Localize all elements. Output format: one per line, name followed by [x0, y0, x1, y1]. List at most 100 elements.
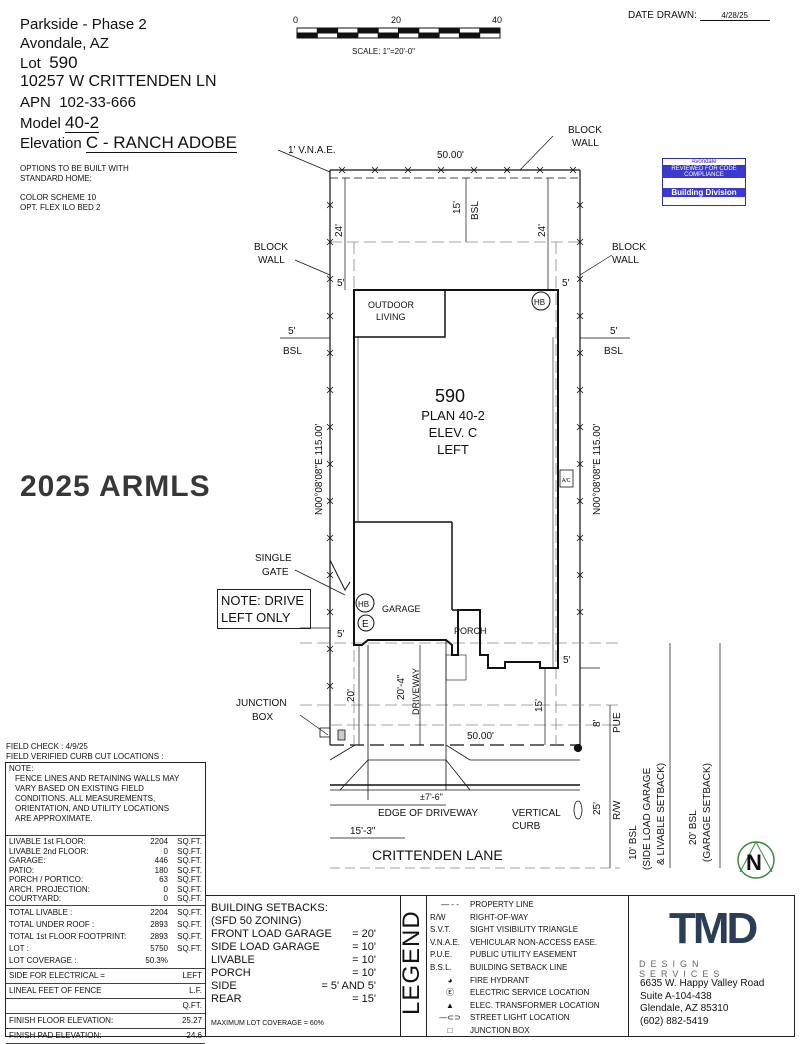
legend-text: ELEC. TRANSFORMER LOCATION	[470, 1000, 600, 1010]
legend-item: S.V.T.SIGHT VISIBILITY TRIANGLE	[430, 924, 600, 937]
row-number: 25.27	[181, 1015, 202, 1025]
row-unit: SQ.FT.	[177, 894, 202, 903]
bearing-right: N00°08'08"E 115.00'	[592, 424, 603, 515]
dim-8: 8'	[592, 719, 603, 727]
stamp-org: Avondale	[663, 159, 745, 166]
scale-tick: 20	[391, 15, 401, 25]
company-tagline: DESIGN SERVICES	[639, 959, 725, 979]
legend-text: FIRE HYDRANT	[470, 975, 530, 985]
subdivision: Parkside - Phase 2	[20, 16, 147, 33]
block-wall-label: WALL	[258, 255, 285, 266]
block-wall-label: WALL	[612, 255, 639, 266]
row-label: PATIO:	[9, 865, 35, 875]
setback-value: = 20'	[352, 928, 376, 940]
row-unit: SQ.FT.	[177, 837, 202, 846]
legend-text: STREET LIGHT LOCATION	[470, 1013, 570, 1023]
fence-x-mark	[437, 166, 445, 174]
legend-item: □JUNCTION BOX	[430, 1025, 600, 1038]
fence-x-mark	[326, 571, 334, 579]
row-label: COURTYARD:	[9, 894, 62, 903]
scale-bar	[296, 27, 501, 39]
fence-x-mark	[576, 423, 584, 431]
row-label: LIVABLE 2nd FLOOR:	[9, 846, 89, 856]
max-coverage: MAXIMUM LOT COVERAGE = 60%	[211, 1020, 324, 1027]
row-label: LOT :	[9, 943, 29, 953]
junction-box-label: JUNCTION	[236, 698, 287, 709]
drive-note: LEFT ONLY	[221, 610, 291, 625]
setback-row: PORCH= 10'	[211, 967, 376, 980]
elevation-label: Elevation	[20, 135, 82, 152]
legend-abbr: R/W	[430, 912, 446, 922]
apn-line: APN 102-33-666	[20, 94, 136, 112]
side-dim-left: 5'	[337, 278, 345, 289]
drive-note-box: NOTE: DRIVE LEFT ONLY	[217, 589, 311, 629]
row-number: 2893	[150, 931, 168, 941]
row-unit: SQ.FT.	[177, 846, 202, 856]
electric-service-icon: Ⓔ	[446, 988, 454, 998]
hb-label: HB	[358, 600, 369, 609]
block-wall-label: BLOCK	[254, 242, 288, 253]
setback-label: SIDE LOAD GARAGE	[211, 941, 320, 953]
north-label: N	[746, 850, 762, 875]
hb-label: HB	[534, 298, 545, 307]
driveway	[329, 640, 580, 800]
company-address: 6635 W. Happy Valley Road Suite A-104-43…	[640, 978, 764, 1028]
elevation: C - RANCH ADOBE	[85, 133, 238, 153]
setbacks-zoning: (SFD 50 ZONING)	[211, 915, 302, 927]
right-bsl-dim: 5'	[610, 326, 618, 337]
row-value: LEFT	[182, 970, 202, 980]
legend-title: LEGEND	[398, 910, 425, 1015]
setback-row: REAR= 15'	[211, 993, 376, 1006]
garage-label: GARAGE	[382, 604, 421, 614]
fence-x-mark	[576, 497, 584, 505]
row-unit: SQ.FT.	[177, 907, 202, 917]
row-number: Q.FT.	[182, 1000, 202, 1010]
row-number: 446	[154, 856, 168, 865]
porch-label: PORCH	[454, 626, 487, 636]
setback-value: = 10'	[352, 954, 376, 966]
row-number: 180	[154, 865, 168, 875]
fence-x-mark	[326, 460, 334, 468]
setbacks-title: BUILDING SETBACKS:	[211, 902, 328, 914]
model: 40-2	[65, 113, 100, 133]
setbacks-box: BUILDING SETBACKS: (SFD 50 ZONING) FRONT…	[205, 895, 401, 1037]
hose-bib-icon	[531, 291, 551, 311]
row-label: TOTAL LIVABLE :	[9, 907, 73, 917]
junction-box-label: BOX	[252, 712, 273, 723]
driveway-label: DRIVEWAY	[411, 668, 421, 715]
rear-width-dim: 50.00'	[437, 150, 464, 161]
fence-x-mark	[338, 166, 346, 174]
setback-label: SIDE	[211, 980, 237, 992]
outdoor-living-box	[354, 289, 446, 338]
row-number: 0	[163, 846, 168, 856]
fence-x-mark	[326, 386, 334, 394]
fence-x-mark	[326, 423, 334, 431]
legend-item: ◕FIRE HYDRANT	[430, 975, 600, 988]
legend-text: SIGHT VISIBILITY TRIANGLE	[470, 925, 579, 935]
setback-row: SIDE LOAD GARAGE= 10'	[211, 941, 376, 954]
stamp-division: Building Division	[663, 188, 745, 197]
fence-x-mark	[326, 201, 334, 209]
setback-row: SIDE= 5' AND 5'	[211, 980, 376, 993]
row-value: 25.27	[182, 1014, 202, 1028]
date-drawn-label: DATE DRAWN:	[628, 10, 697, 21]
fence-x-mark	[326, 349, 334, 357]
dim-20: 20'	[346, 689, 357, 702]
row-label: TOTAL UNDER ROOF :	[9, 919, 95, 929]
side-load-bsl: (SIDE LOAD GARAGE	[642, 767, 653, 870]
setback-label: FRONT LOAD GARAGE	[211, 928, 332, 940]
row-number: 50.3%	[145, 955, 168, 965]
ac-label: A/C	[562, 478, 571, 484]
option-2: OPT. FLEX ILO BED 2	[20, 203, 101, 212]
setback-value: = 10'	[352, 967, 376, 979]
